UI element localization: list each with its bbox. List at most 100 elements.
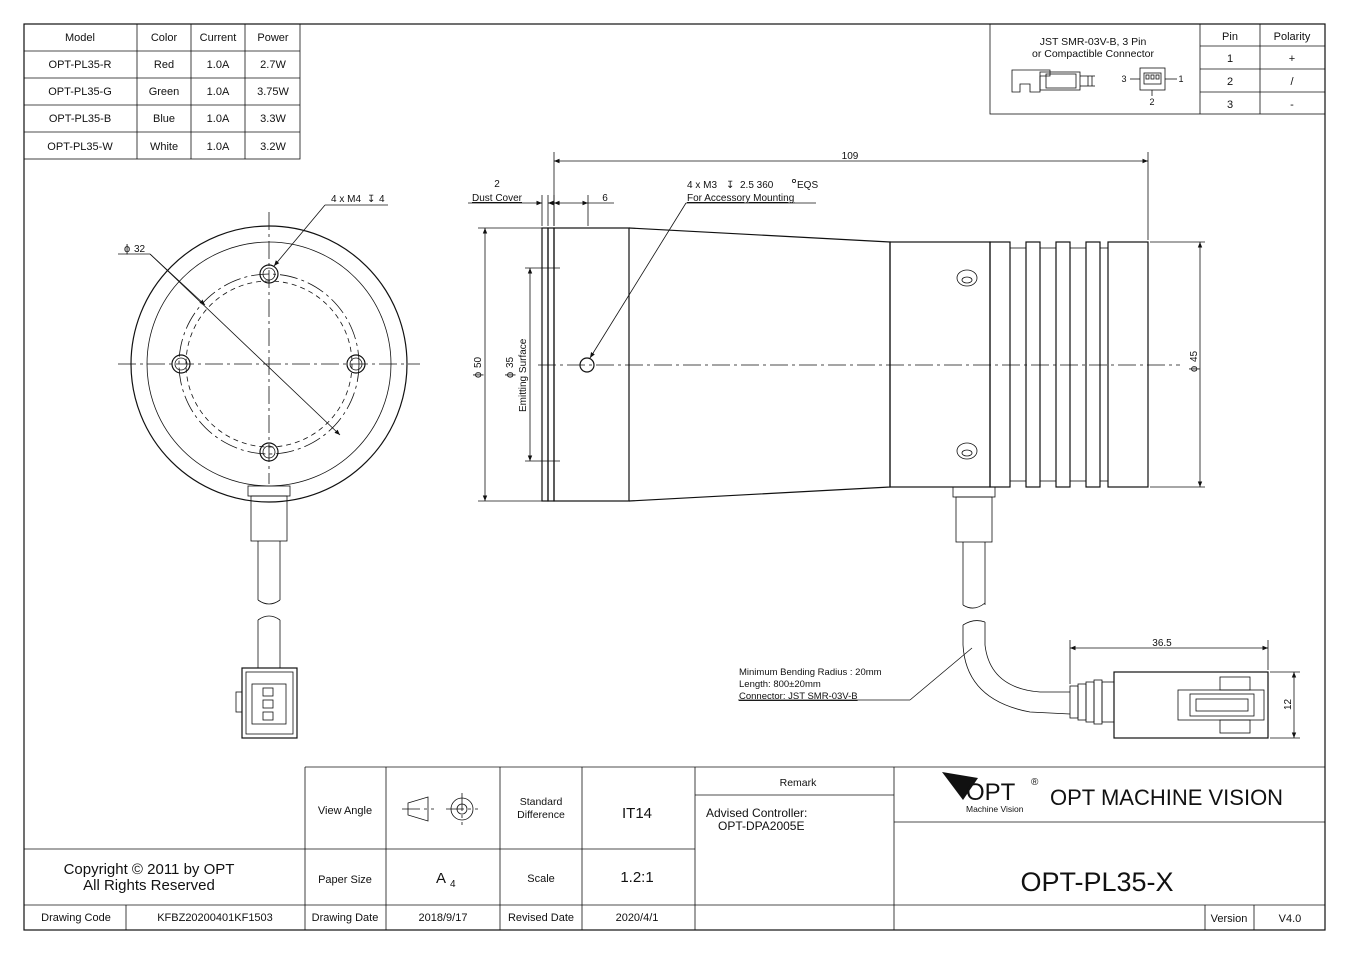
drawing-code-value: KFBZ20200401KF1503 [157,912,273,924]
diameter-symbol: ϕ [124,243,130,255]
current-cell: 1.0A [207,86,230,98]
d35-dim: 35 [505,356,516,368]
connector-height-dim: 12 [1283,698,1294,710]
pin-cell: 2 [1227,76,1233,88]
logo-subtitle: Machine Vision [966,804,1024,814]
step-dim: 6 [602,193,608,204]
paper-size-value: A [436,870,446,887]
mount-callout-c: EQS [797,180,818,191]
revised-date-label: Revised Date [508,912,574,924]
emitting-surface-label: Emitting Surface [518,338,529,412]
model-cell: OPT-PL35-R [49,59,112,71]
connector-title: JST SMR-03V-B, 3 Pin [1040,36,1147,48]
d45-symbol: ϕ [1188,366,1200,372]
d50-dim: 50 [473,356,484,368]
dust-cover-dim: 2 [494,179,500,190]
model-header: Model [65,32,95,44]
current-cell: 1.0A [207,59,230,71]
side-view: ϕ 50 ϕ 35 Emitting Surface 109 2 Dust Co… [468,151,1300,739]
dust-cover-label: Dust Cover [472,193,523,204]
copyright-line: Copyright © 2011 by OPT [64,861,235,878]
view-angle-label: View Angle [318,805,372,817]
opt-logo: OPT ® Machine Vision [942,772,1039,814]
logo-text: OPT [966,779,1016,806]
remark-label: Remark [780,777,818,789]
power-cell: 3.2W [260,141,286,153]
rights-line: All Rights Reserved [83,877,215,894]
hole-depth: 4 [379,194,385,205]
connector-side-sketch [1011,69,1095,93]
advised-controller-value: OPT-DPA2005E [718,819,804,833]
polarity-header: Polarity [1274,31,1311,43]
polarity-cell: + [1289,53,1295,65]
title-block: View Angle Standard Difference IT14 Rema… [24,766,1325,930]
revised-date-value: 2020/4/1 [616,912,659,924]
mounting-hole [259,264,279,284]
color-cell: Blue [153,113,175,125]
hole-callout: 4 x M4 [331,194,361,205]
current-cell: 1.0A [207,113,230,125]
connector-pin-box: JST SMR-03V-B, 3 Pin or Compactible Conn… [989,23,1326,115]
mount-callout-b: 2.5 360 [740,180,774,191]
standard-difference-value: IT14 [622,805,652,822]
scale-value: 1.2:1 [620,869,653,886]
power-cell: 3.75W [257,86,289,98]
cable-note-length: Length: 800±20mm [739,679,821,690]
model-table: Model Color Current Power OPT-PL35-R Red… [23,23,301,160]
drawing-frame [23,23,1326,931]
mount-purpose: For Accessory Mounting [687,193,794,204]
length-dim: 109 [842,151,859,162]
degree-mark [792,178,797,183]
pin-cell: 3 [1227,99,1233,111]
mounting-hole [171,354,191,374]
version-value: V4.0 [1279,913,1302,925]
drawing-date-label: Drawing Date [312,912,379,924]
version-label: Version [1211,913,1248,925]
drawing-code-label: Drawing Code [41,912,111,924]
color-header: Color [151,32,178,44]
product-code: OPT-PL35-X [1020,867,1173,897]
mount-callout-a: 4 x M3 [687,180,717,191]
standard-difference-label-2: Difference [517,809,565,821]
color-cell: White [150,141,178,153]
paper-size-label: Paper Size [318,874,372,886]
connector-front-sketch: 3 1 2 [1121,67,1184,107]
model-cell: OPT-PL35-G [48,86,112,98]
projection-symbol-icon [402,793,478,825]
current-header: Current [200,32,237,44]
pin-label: 3 [1121,74,1126,84]
d45-dim: 45 [1189,350,1200,362]
paper-size-subscript: 4 [450,879,456,890]
model-cell: OPT-PL35-W [47,141,113,153]
scale-label: Scale [527,873,555,885]
current-cell: 1.0A [207,141,230,153]
connector-length-dim: 36.5 [1152,638,1172,649]
pin-header: Pin [1222,31,1238,43]
mounting-hole [259,442,279,462]
cable-note-bend: Minimum Bending Radius : 20mm [739,667,882,678]
cable-note-connector: Connector: JST SMR-03V-B [739,691,858,702]
polarity-cell: / [1290,76,1294,88]
power-cell: 2.7W [260,59,286,71]
advised-controller-label: Advised Controller: [706,806,807,820]
standard-difference-label: Standard [520,796,563,808]
pin-label: 1 [1178,74,1183,84]
depth-symbol: ↧ [726,180,734,191]
pin-label: 2 [1149,97,1154,107]
polarity-cell: - [1290,99,1294,111]
d35-symbol: ϕ [504,372,516,378]
d50-symbol: ϕ [472,372,484,378]
front-diameter-dim: 32 [134,244,146,255]
drawing-date-value: 2018/9/17 [419,912,468,924]
color-cell: Green [149,86,180,98]
model-cell: OPT-PL35-B [49,113,111,125]
power-cell: 3.3W [260,113,286,125]
mounting-hole [346,354,366,374]
front-view: ϕ 32 4 x M4 ↧ 4 [118,194,420,739]
pin-cell: 1 [1227,53,1233,65]
depth-symbol: ↧ [367,194,375,205]
connector-subtitle: or Compactible Connector [1032,48,1154,60]
logo-registered: ® [1031,777,1039,788]
power-header: Power [257,32,289,44]
